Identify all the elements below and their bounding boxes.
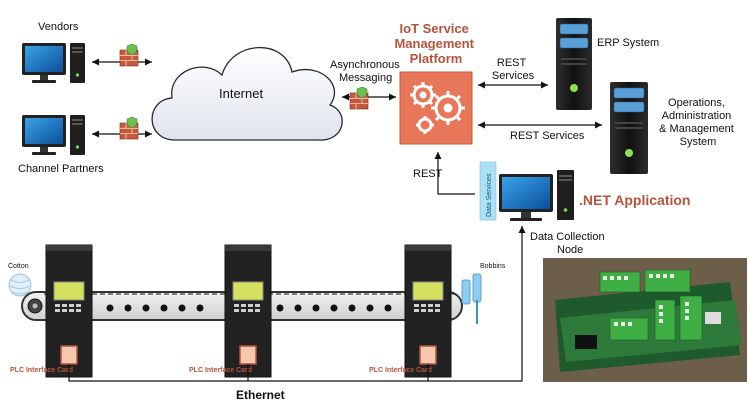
- internet-label: Internet: [219, 86, 263, 101]
- ops-line-3: & Management: [659, 123, 734, 135]
- server-icon: [610, 82, 648, 174]
- server-icon: [556, 18, 592, 110]
- rest-services-top-label: REST Services: [492, 57, 535, 82]
- plc-cabinet-icon: [45, 244, 93, 378]
- data-services-bar: [479, 161, 497, 221]
- monitor-icon: [22, 115, 66, 155]
- circuit-board-photo: [543, 258, 747, 382]
- rest-top-line-2: Services: [492, 70, 535, 82]
- plc-card-label-1: PLC Interface Card: [10, 367, 73, 374]
- ops-line-2: Administration: [662, 110, 732, 122]
- firewall-icon: [349, 86, 369, 110]
- bobbins-label: Bobbins: [480, 263, 506, 270]
- firewall-icon: [119, 116, 139, 140]
- pc-tower-icon: [70, 115, 85, 155]
- erp-system-label: ERP System: [597, 37, 659, 49]
- rest-left-label: REST: [413, 168, 443, 180]
- iot-title-line-1: IoT Service: [400, 21, 469, 36]
- iot-title-line-2: Management: [394, 36, 474, 51]
- cotton-icon: [8, 273, 32, 297]
- monitor-icon: [499, 174, 553, 221]
- bobbins-icon: [461, 273, 482, 324]
- monitor-icon: [22, 43, 66, 83]
- operations-label: Operations, Administration & Management …: [659, 97, 737, 148]
- vendors-label: Vendors: [38, 21, 79, 33]
- plc-card-box: [419, 345, 437, 365]
- pc-tower-icon: [557, 170, 574, 220]
- channel-partners-workstation: Channel Partners: [18, 115, 104, 175]
- ethernet-bus: [68, 228, 523, 382]
- rest-top-line-1: REST: [497, 57, 527, 69]
- channel-partners-label: Channel Partners: [18, 163, 104, 175]
- plc-card-box: [239, 345, 257, 365]
- firewall-icon: [119, 43, 139, 67]
- rest-services-bottom-label: REST Services: [510, 130, 585, 142]
- plc-cabinet-icon: [224, 244, 272, 378]
- link-node-platform: [434, 152, 475, 195]
- async-line-1: Asynchronous: [330, 59, 400, 71]
- cloud-icon: Internet: [151, 46, 343, 141]
- plc-cabinet-icon: [404, 244, 452, 378]
- plc-card-label-3: PLC Interface Card: [369, 367, 432, 374]
- gears-icon: [410, 82, 465, 134]
- net-application-label: .NET Application: [579, 192, 690, 208]
- iot-title-line-3: Platform: [410, 51, 463, 66]
- ops-line-4: System: [680, 136, 717, 148]
- data-collection-node-label: Data Collection Node: [530, 231, 608, 256]
- ops-line-1: Operations,: [668, 97, 725, 109]
- async-line-2: Messaging: [339, 72, 392, 84]
- pc-tower-icon: [70, 43, 85, 83]
- data-services-label: Data Services: [486, 173, 493, 217]
- ethernet-label: Ethernet: [236, 388, 285, 402]
- cotton-label: Cotton: [8, 263, 29, 270]
- iot-platform: IoT Service Management Platform: [394, 21, 477, 145]
- dcn-line-2: Node: [557, 244, 583, 256]
- iot-platform-title: IoT Service Management Platform: [394, 21, 477, 66]
- plc-card-box: [60, 345, 78, 365]
- vendors-workstation: Vendors: [22, 21, 85, 83]
- async-messaging-label: Asynchronous Messaging: [330, 59, 403, 84]
- dcn-line-1: Data Collection: [530, 231, 605, 243]
- plc-card-label-2: PLC Interface Card: [189, 367, 252, 374]
